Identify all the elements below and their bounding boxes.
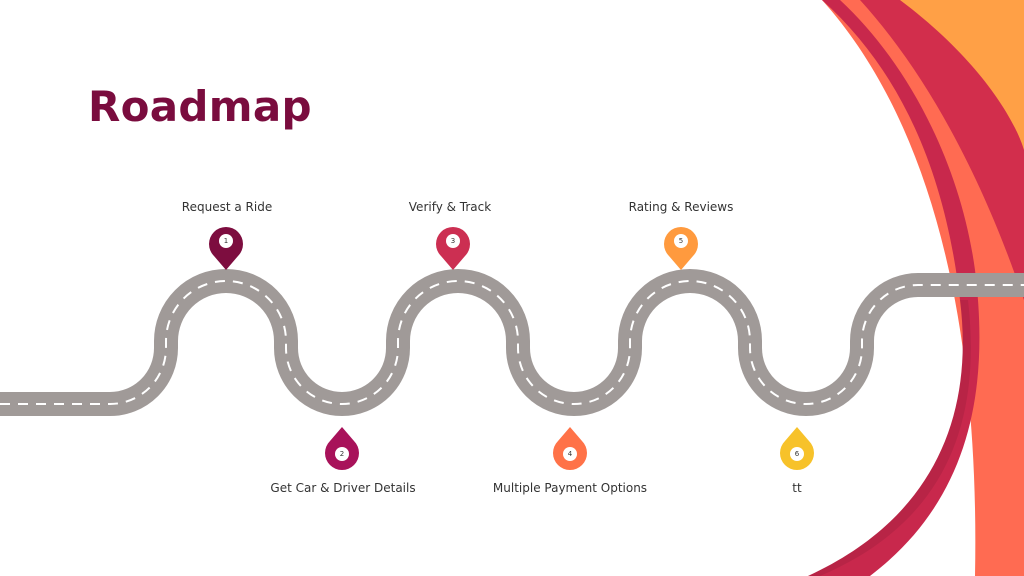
map-pin-icon [664, 226, 698, 270]
step-5-label: Rating & Reviews [628, 200, 734, 214]
step-6-pin: 6 [778, 427, 816, 471]
step-4-number: 4 [563, 447, 577, 461]
arc-inner [808, 0, 980, 576]
road [0, 269, 1024, 416]
step-6-number: 6 [790, 447, 804, 461]
step-1-number: 1 [219, 234, 233, 248]
arc-gold [900, 0, 1024, 150]
step-1-pin: 1 [207, 226, 245, 270]
step-6-label: tt [792, 481, 802, 495]
step-5-pin: 5 [662, 226, 700, 270]
step-2-pin: 2 [323, 427, 361, 471]
step-3-pin: 3 [434, 226, 472, 270]
step-4-pin: 4 [551, 427, 589, 471]
map-pin-icon [436, 226, 470, 270]
step-4-label: Multiple Payment Options [492, 481, 648, 495]
step-5-number: 5 [674, 234, 688, 248]
step-1-label: Request a Ride [181, 200, 273, 214]
step-2-label: Get Car & Driver Details [270, 481, 416, 495]
arc-shadow [808, 300, 971, 576]
step-3-label: Verify & Track [408, 200, 492, 214]
step-3-number: 3 [446, 234, 460, 248]
step-2-number: 2 [335, 447, 349, 461]
page-title: Roadmap [88, 82, 312, 131]
map-pin-icon [209, 226, 243, 270]
